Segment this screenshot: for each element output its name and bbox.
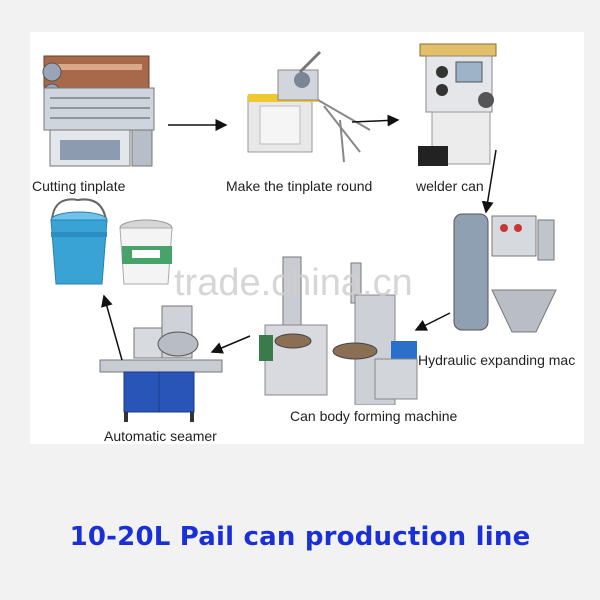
pails-image xyxy=(48,196,178,288)
hydraulic-expanding-machine-image xyxy=(452,210,562,340)
welder-machine-image xyxy=(412,42,502,172)
step-label-hydraulic: Hydraulic expanding mac xyxy=(418,352,576,368)
step-label-welder: welder can xyxy=(416,178,484,194)
step-label-forming: Can body forming machine xyxy=(290,408,458,424)
automatic-seamer-image xyxy=(96,298,226,424)
watermark: trade.china.cn xyxy=(174,262,413,304)
can-body-forming-machine-image xyxy=(255,255,425,405)
page-title: 10-20L Pail can production line xyxy=(69,522,531,552)
step-label-cutting: Cutting tinplate xyxy=(32,178,126,194)
cutting-machine-image xyxy=(40,52,155,170)
rounding-machine-image xyxy=(240,50,380,170)
step-label-seamer: Automatic seamer xyxy=(104,428,217,444)
step-label-rounding: Make the tinplate round xyxy=(226,178,373,194)
